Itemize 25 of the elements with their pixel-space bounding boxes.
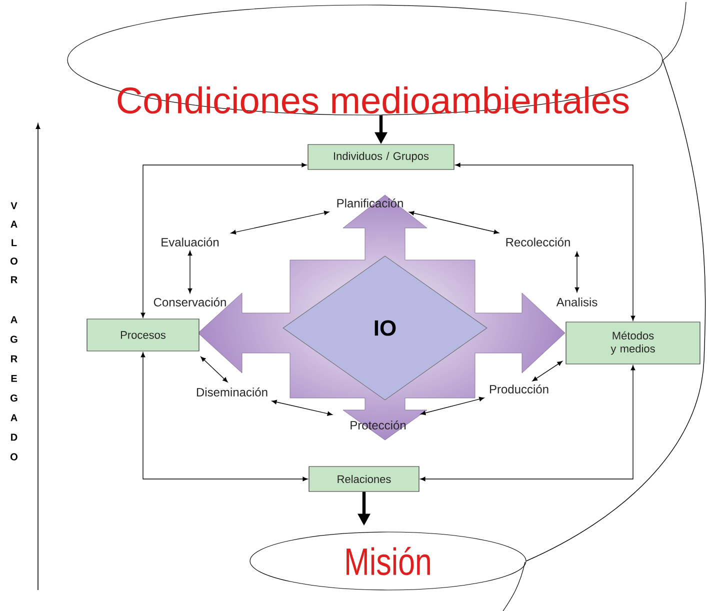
connector-line	[526, 60, 706, 562]
process-box: Procesos	[86, 318, 200, 352]
arrow	[140, 162, 307, 318]
label-text: Recolección	[506, 238, 570, 246]
arrow	[409, 210, 499, 234]
process-box: Métodos y medios	[566, 322, 700, 364]
vertical-label: AGREGADO	[10, 316, 18, 460]
process-box: Relaciones	[308, 466, 420, 492]
arrow	[420, 365, 636, 482]
label-text: Diseminación	[196, 388, 268, 396]
arrow	[140, 352, 308, 482]
arrow	[200, 356, 228, 382]
label-text: Producción	[490, 384, 548, 394]
arrow	[574, 252, 580, 292]
arrow	[420, 396, 484, 416]
arrow	[532, 361, 562, 382]
label-text: Conservación	[154, 298, 226, 306]
vertical-label: VALOR	[10, 202, 18, 284]
arrow	[455, 162, 636, 321]
process-box: Individuos / Grupos	[308, 144, 454, 170]
label-text: Evaluación	[162, 238, 219, 246]
arrow	[188, 250, 192, 294]
label-text: Analisis	[556, 298, 598, 306]
arrow	[272, 400, 332, 416]
arrow	[230, 210, 330, 234]
